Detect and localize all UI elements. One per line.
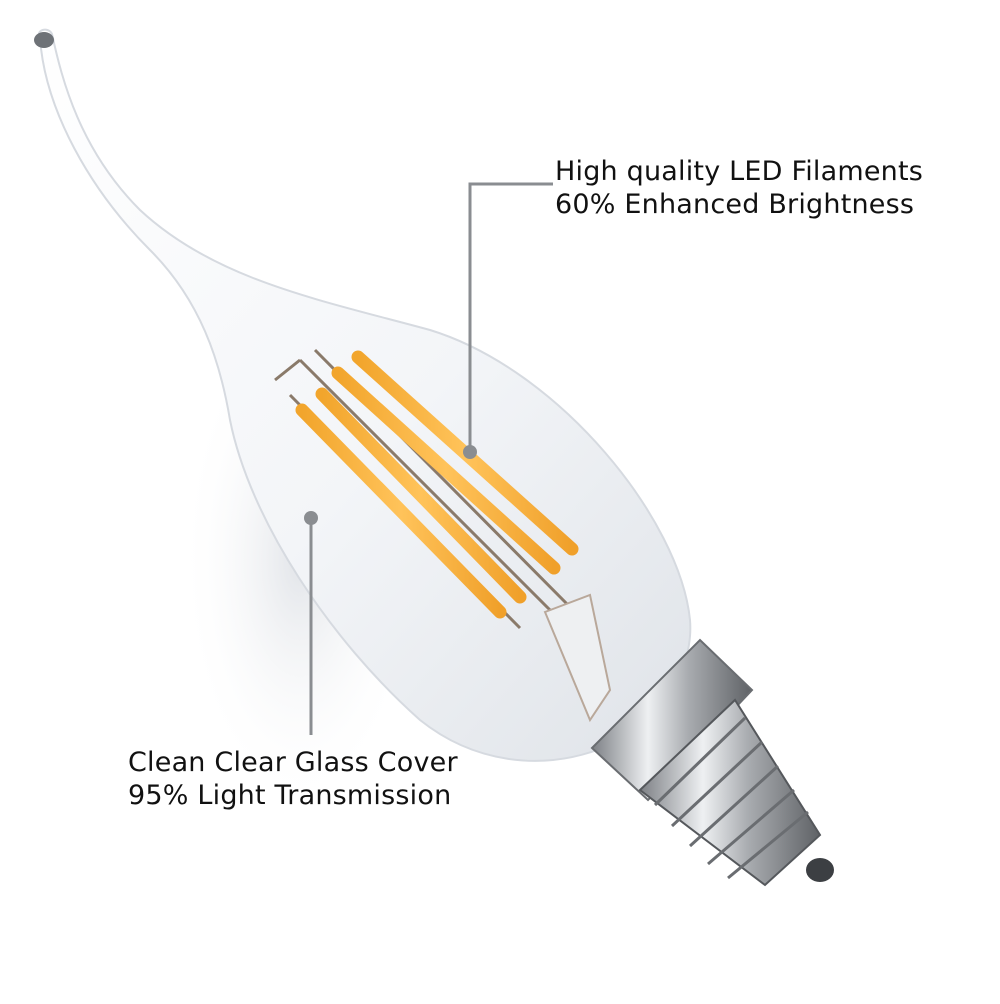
callout-glass-line2: 95% Light Transmission	[128, 780, 452, 811]
screw-base	[638, 698, 834, 887]
callout-glass-line1: Clean Clear Glass Cover	[128, 747, 458, 778]
callout-dot-glass	[304, 511, 318, 525]
callout-filaments: High quality LED Filaments 60% Enhanced …	[555, 155, 923, 221]
base-contact	[806, 858, 834, 882]
callout-dot-filaments	[463, 445, 477, 459]
callout-filaments-line2: 60% Enhanced Brightness	[555, 189, 915, 220]
callout-line-filaments	[468, 182, 553, 452]
callout-filaments-line1: High quality LED Filaments	[555, 156, 924, 187]
glass-stem	[543, 593, 612, 723]
metal-base-collar	[590, 638, 754, 802]
glass-tip	[34, 32, 54, 48]
callout-glass: Clean Clear Glass Cover 95% Light Transm…	[128, 746, 458, 812]
